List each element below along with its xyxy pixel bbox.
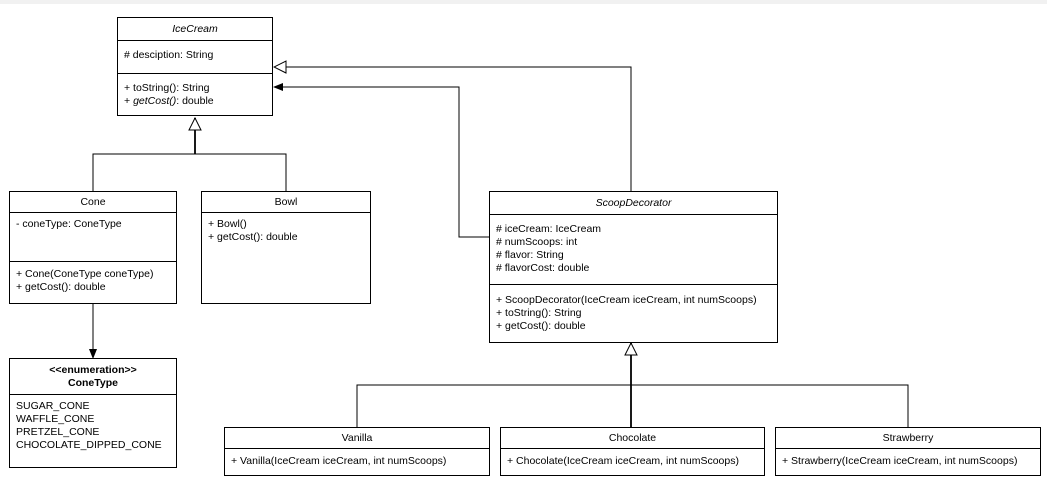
attribute: # desciption: String xyxy=(124,49,214,61)
class-scoopdecorator-name: ScoopDecorator xyxy=(490,192,777,215)
class-icecream-methods: + toString(): String + getCost(): double xyxy=(118,73,272,108)
strawberry-generalization-edge xyxy=(631,384,909,427)
enum-value: PRETZEL_CONE xyxy=(16,426,100,438)
attribute: # iceCream: IceCream xyxy=(496,223,602,235)
class-strawberry-methods: + Strawberry(IceCream iceCream, int numS… xyxy=(776,449,1040,468)
method-prefix: + xyxy=(124,95,134,107)
enum-value: WAFFLE_CONE xyxy=(16,413,95,425)
scoop-icecream-association-edge xyxy=(273,83,489,238)
class-scoopdecorator-attributes: # iceCream: IceCream # numScoops: int # … xyxy=(490,215,777,284)
class-vanilla-name: Vanilla xyxy=(225,428,489,449)
enum-conetype-header: <<enumeration>> ConeType xyxy=(10,359,176,395)
class-vanilla-methods: + Vanilla(IceCream iceCream, int numScoo… xyxy=(225,449,489,468)
attribute: - coneType: ConeType xyxy=(16,218,122,230)
class-scoopdecorator[interactable]: ScoopDecorator # iceCream: IceCream # nu… xyxy=(489,191,778,343)
class-cone-name: Cone xyxy=(10,192,176,213)
method: + getCost(): double xyxy=(208,231,298,243)
class-vanilla[interactable]: Vanilla + Vanilla(IceCream iceCream, int… xyxy=(224,427,490,476)
class-chocolate-name: Chocolate xyxy=(501,428,764,449)
bowl-generalization-edge xyxy=(195,153,287,191)
attribute: # flavor: String xyxy=(496,249,564,261)
method-abstract-name: getCost() xyxy=(133,95,177,107)
class-scoopdecorator-methods: + ScoopDecorator(IceCream iceCream, int … xyxy=(490,284,777,333)
enum-stereotype: <<enumeration>> xyxy=(49,363,137,376)
top-strip xyxy=(0,0,1047,4)
class-chocolate[interactable]: Chocolate + Chocolate(IceCream iceCream,… xyxy=(500,427,765,476)
class-chocolate-methods: + Chocolate(IceCream iceCream, int numSc… xyxy=(501,449,764,468)
attribute: # numScoops: int xyxy=(496,236,578,248)
class-strawberry[interactable]: Strawberry + Strawberry(IceCream iceCrea… xyxy=(775,427,1041,476)
class-bowl-methods: + Bowl() + getCost(): double xyxy=(202,213,370,244)
method: + Strawberry(IceCream iceCream, int numS… xyxy=(782,455,1018,467)
method: + Bowl() xyxy=(208,218,247,230)
enum-value: CHOCOLATE_DIPPED_CONE xyxy=(16,439,162,451)
method: + toString(): String xyxy=(496,307,582,319)
scoop-generalization-edge xyxy=(274,67,632,191)
class-strawberry-name: Strawberry xyxy=(776,428,1040,449)
vanilla-generalization-edge xyxy=(356,384,631,427)
method: + ScoopDecorator(IceCream iceCream, int … xyxy=(496,294,757,306)
method: + getCost(): double xyxy=(16,281,106,293)
class-cone[interactable]: Cone - coneType: ConeType + Cone(ConeTyp… xyxy=(9,191,177,304)
class-cone-methods: + Cone(ConeType coneType) + getCost(): d… xyxy=(10,261,176,294)
method: + getCost(): double xyxy=(124,95,266,108)
attribute: # flavorCost: double xyxy=(496,262,590,274)
method: + getCost(): double xyxy=(496,320,586,332)
class-bowl[interactable]: Bowl + Bowl() + getCost(): double xyxy=(201,191,371,304)
method: + Chocolate(IceCream iceCream, int numSc… xyxy=(507,455,739,467)
enum-conetype[interactable]: <<enumeration>> ConeType SUGAR_CONE WAFF… xyxy=(9,358,177,468)
enum-value: SUGAR_CONE xyxy=(16,400,90,412)
class-cone-attributes: - coneType: ConeType xyxy=(10,213,176,261)
method: + Vanilla(IceCream iceCream, int numScoo… xyxy=(231,455,447,467)
method-suffix: : double xyxy=(176,95,214,107)
enum-conetype-name: ConeType xyxy=(68,376,118,389)
class-bowl-name: Bowl xyxy=(202,192,370,213)
method: + Cone(ConeType coneType) xyxy=(16,268,154,280)
enum-conetype-values: SUGAR_CONE WAFFLE_CONE PRETZEL_CONE CHOC… xyxy=(10,395,176,452)
method: + toString(): String xyxy=(124,82,210,94)
class-icecream[interactable]: IceCream # desciption: String + toString… xyxy=(117,17,273,116)
class-icecream-attributes: # desciption: String xyxy=(118,41,272,73)
cone-generalization-edge xyxy=(92,153,195,191)
class-icecream-name: IceCream xyxy=(118,18,272,41)
